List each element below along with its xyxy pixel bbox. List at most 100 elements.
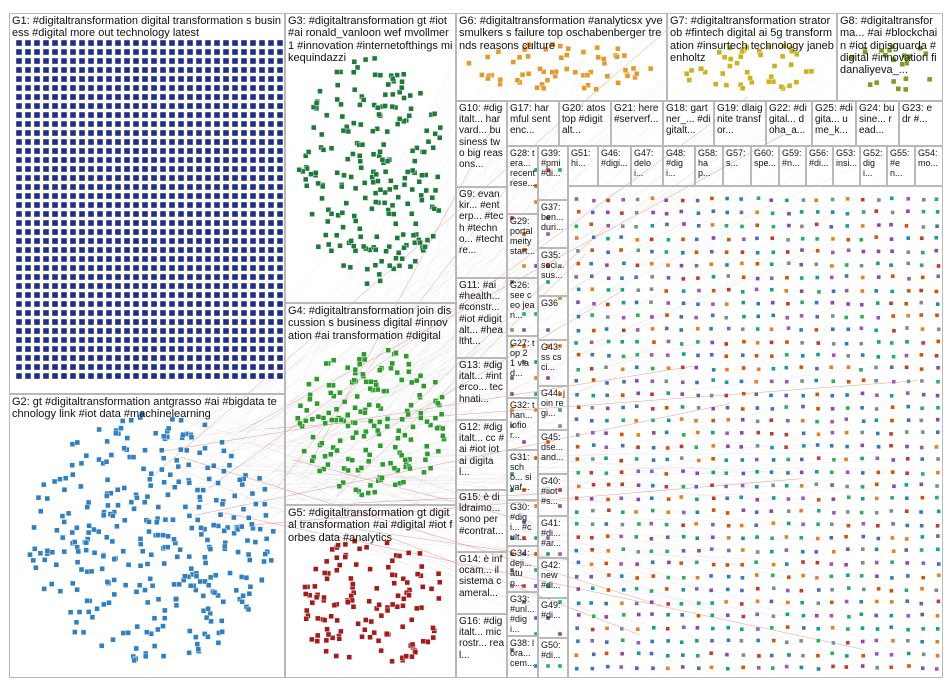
g1-node — [33, 174, 41, 182]
g1-node — [69, 210, 77, 218]
g1-node — [177, 111, 185, 119]
g1-node — [105, 228, 113, 236]
g1-node — [114, 363, 122, 371]
g1-node — [96, 372, 104, 380]
g1-node — [69, 354, 77, 362]
g1-node — [96, 93, 104, 101]
group-box-g33: G33: #unl... #digi... — [507, 592, 538, 636]
g2-node — [140, 548, 146, 554]
g1-node — [204, 237, 212, 245]
g1-node — [150, 300, 158, 308]
g1-node — [267, 282, 275, 290]
g1-node — [222, 156, 230, 164]
g2-node — [53, 562, 60, 568]
g1-node — [159, 39, 167, 47]
g1-node — [15, 138, 23, 146]
network-edge — [308, 111, 502, 467]
g1-node — [69, 300, 77, 308]
group-box-g16: G16: #digitalt... microstr... real... — [456, 614, 507, 678]
group-box-g44: G44: join regi... — [538, 386, 568, 430]
g2-node — [193, 573, 200, 579]
g1-node — [150, 201, 158, 209]
g1-node — [222, 111, 230, 119]
g1-node — [258, 129, 266, 137]
group-box-g28: G28: tera... recent rese... — [507, 146, 538, 214]
g1-node — [249, 57, 257, 65]
g1-node — [141, 345, 149, 353]
g1-node — [159, 111, 167, 119]
g1-node — [24, 237, 32, 245]
g1-node — [159, 174, 167, 182]
g2-node — [100, 553, 107, 559]
g1-node — [78, 129, 86, 137]
group-box-g50: G50: #di... — [538, 638, 568, 678]
network-edge — [321, 524, 569, 561]
g1-node — [168, 372, 176, 380]
g1-node — [69, 66, 77, 74]
g1-node — [114, 246, 122, 254]
g1-node — [60, 264, 68, 272]
group-box-g34: G34: deji... atun... — [507, 546, 538, 592]
g1-node — [123, 300, 131, 308]
g1-node — [222, 192, 230, 200]
g1-node — [87, 129, 95, 137]
g1-node — [69, 165, 77, 173]
g1-node — [24, 102, 32, 110]
g2-node — [104, 438, 110, 445]
g1-node — [150, 255, 158, 263]
g1-node — [33, 210, 41, 218]
g1-node — [267, 174, 275, 182]
g1-node — [33, 120, 41, 128]
g1-node — [168, 219, 176, 227]
network-edge — [205, 466, 783, 500]
g1-node — [168, 228, 176, 236]
g1-node — [231, 336, 239, 344]
g1-node — [42, 93, 50, 101]
network-edge — [226, 35, 467, 540]
group-label-g46: G46: #digi... — [601, 148, 628, 169]
g2-node — [196, 450, 203, 456]
g1-node — [33, 156, 41, 164]
g1-node — [42, 57, 50, 65]
g1-node — [204, 255, 212, 263]
g1-node — [249, 102, 257, 110]
g1-node — [150, 57, 158, 65]
g1-node — [87, 318, 95, 326]
g1-node — [204, 210, 212, 218]
g1-node — [168, 309, 176, 317]
g2-node — [221, 468, 227, 474]
g1-node — [267, 300, 275, 308]
network-edge — [248, 174, 705, 432]
g1-node — [204, 57, 212, 65]
g1-node — [249, 300, 257, 308]
g2-node — [246, 591, 253, 597]
g1-node — [276, 201, 284, 209]
g1-node — [69, 336, 77, 344]
g2-node — [210, 462, 217, 469]
g1-node — [186, 102, 194, 110]
network-edge — [275, 351, 650, 451]
g1-node — [240, 273, 248, 281]
g1-node — [60, 228, 68, 236]
g1-node — [114, 156, 122, 164]
g1-node — [60, 273, 68, 281]
g1-node — [231, 66, 239, 74]
g1-node — [222, 219, 230, 227]
g1-node — [15, 264, 23, 272]
g1-node — [276, 228, 284, 236]
g1-node — [249, 147, 257, 155]
g1-node — [15, 282, 23, 290]
g1-node — [240, 57, 248, 65]
g1-node — [222, 354, 230, 362]
g1-node — [231, 147, 239, 155]
g1-node — [15, 39, 23, 47]
g1-node — [249, 183, 257, 191]
g1-node — [195, 354, 203, 362]
g1-node — [33, 282, 41, 290]
g2-node — [186, 650, 192, 656]
g2-node — [59, 513, 66, 519]
g1-node — [150, 147, 158, 155]
g1-node — [33, 84, 41, 92]
g1-node — [60, 138, 68, 146]
g1-node — [51, 291, 59, 299]
